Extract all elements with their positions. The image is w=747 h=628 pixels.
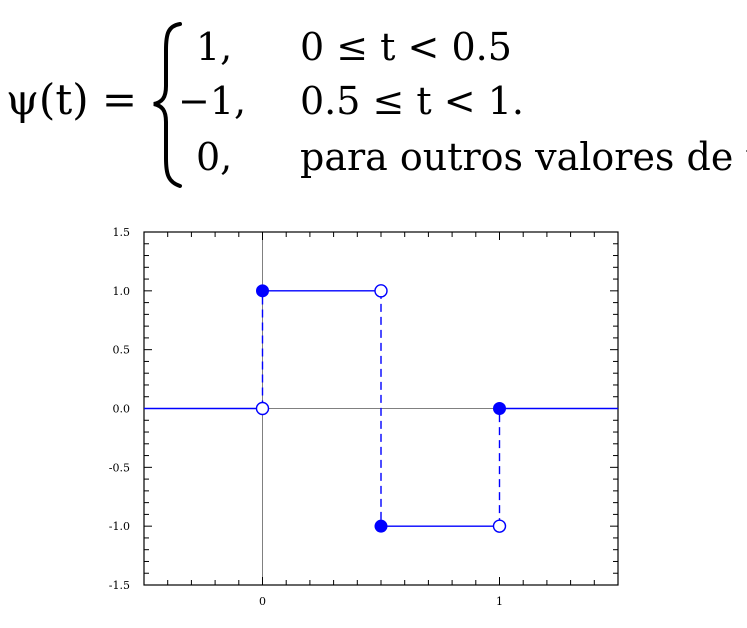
open-point <box>492 519 507 533</box>
y-tick-label: -0.5 <box>109 461 130 474</box>
case-1-condition: 0 ≤ t < 0.5 <box>300 25 512 69</box>
y-tick-label: 0.5 <box>113 344 131 357</box>
y-tick-label: 1.5 <box>113 226 131 239</box>
case-3-condition: para outros valores de t <box>300 135 747 179</box>
y-tick-label: -1.5 <box>109 579 130 592</box>
x-tick-label: 0 <box>259 595 266 608</box>
filled-point <box>256 284 269 298</box>
y-tick-label: 1.0 <box>113 285 131 298</box>
y-tick-label: -1.0 <box>109 520 130 533</box>
open-point <box>255 401 270 416</box>
filled-point <box>374 519 388 533</box>
formula-lhs: ψ(t) = <box>6 75 138 124</box>
case-3-value: 0, <box>196 135 233 179</box>
case-1-value: 1, <box>196 25 233 69</box>
left-brace-icon <box>153 22 182 188</box>
y-tick-label: 0.0 <box>113 403 131 416</box>
filled-point <box>493 402 506 415</box>
haar-wavelet-chart: 1.5 1.0 0.5 0.0 -0.5 -1.0 -1.5 0 1 <box>109 226 619 608</box>
open-point <box>374 284 388 298</box>
x-tick-label: 1 <box>496 595 503 608</box>
formula: ψ(t) = 1, 0 ≤ t < 0.5 −1, 0.5 ≤ t < 1. 0… <box>0 0 747 200</box>
case-2-value: −1, <box>178 79 247 123</box>
case-2-condition: 0.5 ≤ t < 1. <box>300 79 524 123</box>
